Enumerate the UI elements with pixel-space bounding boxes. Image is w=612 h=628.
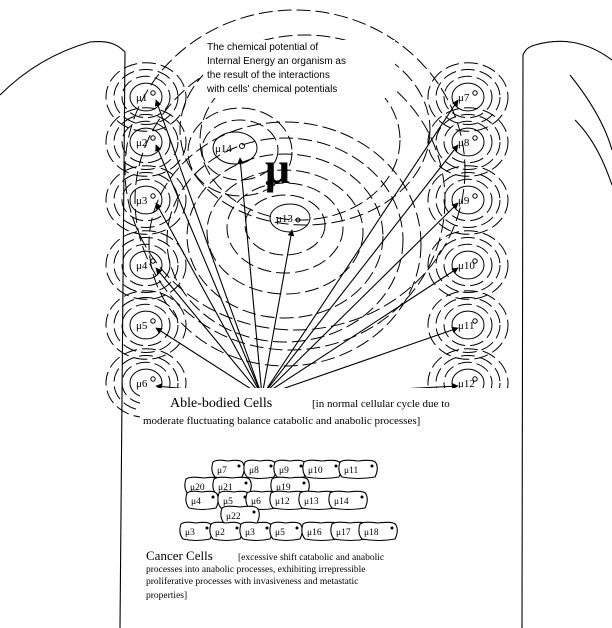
cancer-cell: μ3 xyxy=(180,522,212,540)
cell-right-mu10: μ10 xyxy=(458,259,477,272)
able-bodied-title: Able-bodied Cells xyxy=(170,396,272,411)
cancer-cell: μ18 xyxy=(359,522,397,540)
cell-right-mu8: μ8 xyxy=(458,136,477,149)
cell-nucleus xyxy=(151,377,155,381)
cancer-cell-label: μ7 xyxy=(217,466,227,476)
cell-label: μ3 xyxy=(136,195,148,207)
center-cell-label: μ14 xyxy=(215,143,232,155)
organism-note-line: the result of the interactions xyxy=(207,70,330,81)
cancer-cell-label: μ3 xyxy=(245,528,255,538)
cell-nucleus xyxy=(151,259,155,263)
cell-label: μ7 xyxy=(458,92,470,104)
center-cell-label: μ13 xyxy=(276,213,293,225)
center-cell-mu13: μ13 xyxy=(270,204,310,232)
cancer-cell: μ14 xyxy=(329,491,367,509)
organism-note-line: with cells' chemical potentials xyxy=(206,84,337,95)
able-bodied-desc-line: moderate fluctuating balance catabolic a… xyxy=(143,415,420,427)
interaction-arrow xyxy=(262,328,458,396)
cancer-cell: μ11 xyxy=(339,460,377,478)
cancer-cell-label: μ12 xyxy=(275,497,290,507)
cancer-cell: μ7 xyxy=(212,460,244,478)
cancer-cell-label: μ8 xyxy=(249,466,259,476)
cancer-cell-label: μ13 xyxy=(304,497,319,507)
cancer-cell: μ2 xyxy=(210,522,242,540)
left-cell-contours xyxy=(106,63,186,418)
cell-label: μ11 xyxy=(458,320,475,332)
cell-left-mu1: μ1 xyxy=(136,91,155,104)
cell-right-mu11: μ11 xyxy=(458,319,477,332)
organism-note: The chemical potential of Internal Energ… xyxy=(203,40,395,98)
cell-nucleus xyxy=(151,91,155,95)
cell-nucleus xyxy=(151,319,155,323)
cell-left-mu2: μ2 xyxy=(136,136,155,149)
cell-left-mu3: μ3 xyxy=(136,194,155,207)
cancer-cell-label: μ5 xyxy=(275,528,285,538)
cancer-cell-label: μ18 xyxy=(364,528,379,538)
center-cells: μ14 μ13 xyxy=(213,132,310,232)
cell-nucleus xyxy=(151,136,155,140)
cancer-desc-line: properties] xyxy=(146,591,187,601)
cancer-cell-label: μ2 xyxy=(215,528,225,538)
cell-label: μ1 xyxy=(136,92,147,104)
organism-note-line: Internal Energy an organism as xyxy=(207,56,346,67)
cell-label: μ5 xyxy=(136,320,148,332)
cancer-desc-line: processes into anabolic processes, exhib… xyxy=(146,565,366,575)
cell-nucleus xyxy=(473,91,477,95)
body-outline xyxy=(0,41,612,628)
cell-right-mu9: μ9 xyxy=(458,194,477,207)
cancer-desc-line: [excessive shift catabolic and anabolic xyxy=(238,552,384,563)
cancer-cell-label: μ22 xyxy=(226,512,241,522)
organism-note-line: The chemical potential of xyxy=(207,42,318,53)
cell-label: μ9 xyxy=(458,195,470,207)
cancer-cell-label: μ3 xyxy=(185,528,195,538)
cancer-title: Cancer Cells xyxy=(146,548,213,563)
cancer-cell: μ4 xyxy=(186,491,218,509)
cancer-cell-label: μ17 xyxy=(336,528,351,538)
interaction-arrow xyxy=(156,268,262,396)
cancer-cell: μ10 xyxy=(303,460,341,478)
cell-left-mu4: μ4 xyxy=(136,259,155,272)
cancer-cell: μ22 xyxy=(221,506,259,524)
cancer-cell: μ9 xyxy=(274,460,306,478)
cancer-cell: μ3 xyxy=(240,522,272,540)
cancer-cell: μ8 xyxy=(244,460,276,478)
interaction-arrow xyxy=(240,158,262,396)
cell-label: μ2 xyxy=(136,137,147,149)
able-bodied-caption: Able-bodied Cells [in normal cellular cy… xyxy=(140,388,520,430)
cancer-caption: Cancer Cells [excessive shift catabolic … xyxy=(146,548,384,601)
cancer-cell-label: μ14 xyxy=(334,497,349,507)
interaction-arrow xyxy=(156,328,262,396)
interaction-arrows xyxy=(156,100,458,396)
cell-nucleus xyxy=(473,194,477,198)
cancer-cell-label: μ4 xyxy=(191,497,201,507)
organism-potential-dot xyxy=(266,181,270,185)
cell-nucleus xyxy=(151,194,155,198)
cancer-cell-label: μ9 xyxy=(279,466,289,476)
cancer-cell-label: μ6 xyxy=(251,497,261,507)
cell-nucleus xyxy=(473,136,477,140)
cell-left-mu5: μ5 xyxy=(136,319,155,332)
cell-label: μ4 xyxy=(136,260,148,272)
cancer-cell-label: μ10 xyxy=(308,466,323,476)
cancer-cell-label: μ16 xyxy=(307,528,322,538)
cell-right-mu7: μ7 xyxy=(458,91,477,104)
cancer-cell-label: μ11 xyxy=(344,466,358,476)
cancer-cell-label: μ5 xyxy=(223,497,233,507)
organism-potential-symbol: μ xyxy=(265,144,290,193)
right-cell-contours xyxy=(428,63,508,418)
able-bodied-desc-line: [in normal cellular cycle due to xyxy=(312,398,450,410)
cancer-cell: μ5 xyxy=(270,522,302,540)
cell-label: μ8 xyxy=(458,137,470,149)
cancer-desc-line: proliferative processes with invasivenes… xyxy=(146,576,358,587)
